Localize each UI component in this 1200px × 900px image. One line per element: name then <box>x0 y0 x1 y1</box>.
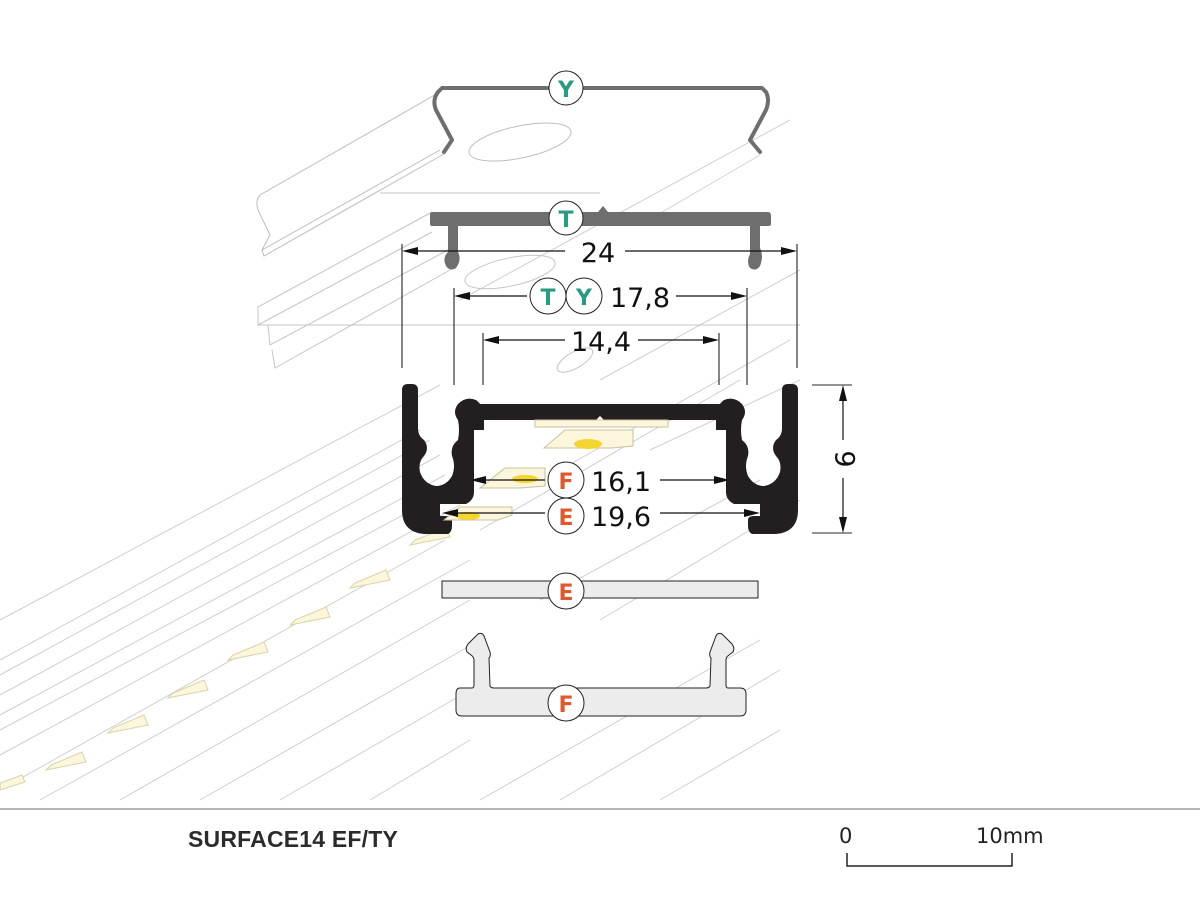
svg-text:F: F <box>558 470 573 495</box>
svg-text:Y: Y <box>575 286 593 311</box>
badge-f: F <box>547 684 585 722</box>
diffuser-e-shape <box>441 580 759 599</box>
led-strips <box>442 419 669 521</box>
cover-t-shape <box>430 206 771 270</box>
diffuser-f-shape <box>455 632 747 717</box>
badge-f-dimension: F <box>547 461 585 499</box>
svg-text:T: T <box>540 286 555 311</box>
dim-24-label: 24 <box>581 238 615 269</box>
dimension-f-width <box>470 476 730 484</box>
badge-e-dimension: E <box>547 497 585 535</box>
dimension-overall-width <box>401 244 798 368</box>
dim-19-6-label: 19,6 <box>591 502 651 533</box>
ghost-cover-y <box>256 91 572 257</box>
scale-bar <box>846 853 1013 867</box>
scale-end-label: 10mm <box>976 824 1044 848</box>
svg-text:F: F <box>558 693 573 718</box>
dim-9-label: 9 <box>829 450 860 467</box>
dim-17-8-label: 17,8 <box>610 283 670 314</box>
badge-e: E <box>547 572 585 610</box>
aluminium-profile <box>402 384 798 534</box>
svg-text:E: E <box>558 581 573 606</box>
dimension-height <box>812 384 852 534</box>
badge-y: Y <box>548 70 584 106</box>
svg-text:T: T <box>558 208 573 233</box>
badge-t: T <box>548 200 584 236</box>
led-strip-ghosts <box>0 527 451 791</box>
dimension-ty-width <box>453 288 748 385</box>
product-title: SURFACE14 EF/TY <box>188 826 399 852</box>
dim-16-1-label: 16,1 <box>591 467 651 498</box>
scale-start-label: 0 <box>839 824 853 848</box>
cover-y-shape <box>432 86 770 154</box>
dimension-inner-width <box>482 333 720 385</box>
dim-14-4-label: 14,4 <box>571 327 631 358</box>
badge-ty-pair: T Y <box>529 277 603 315</box>
svg-text:E: E <box>558 506 573 531</box>
ghost-cover-t <box>257 192 800 373</box>
dimension-e-width <box>442 509 760 517</box>
svg-text:Y: Y <box>557 78 575 103</box>
